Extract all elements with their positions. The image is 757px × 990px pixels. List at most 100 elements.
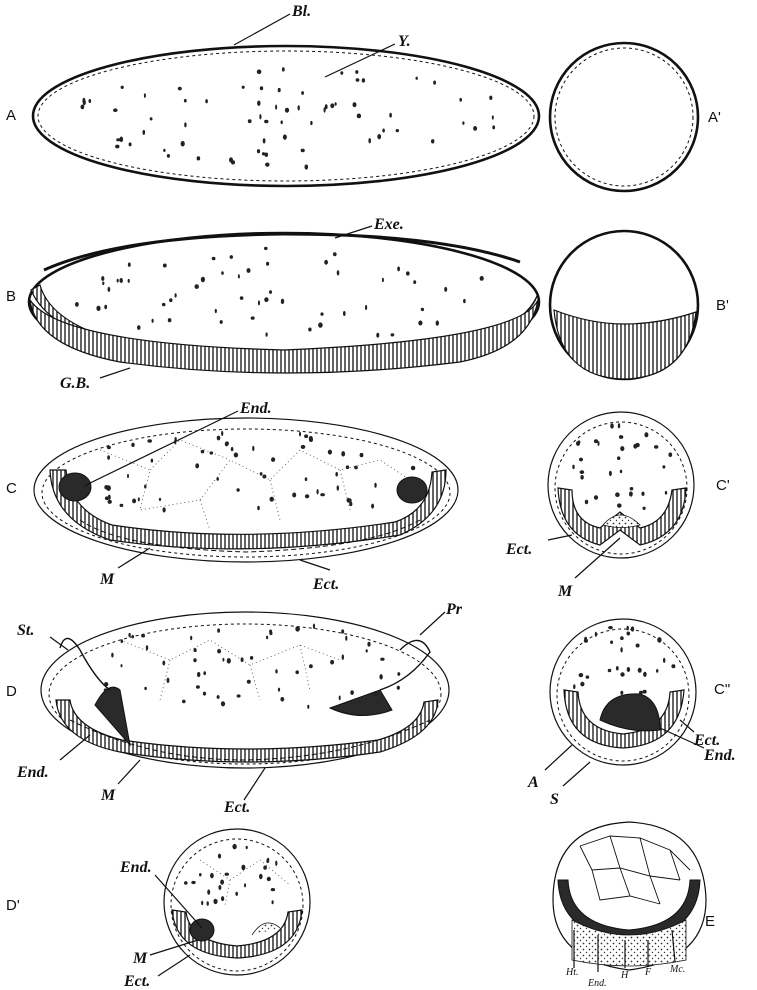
yolk-nucleus [639,691,643,695]
yolk-nucleus [108,500,112,504]
yolk-nucleus [241,865,245,871]
yolk-nuclei-d [104,624,401,709]
yolk-nucleus [207,901,209,906]
yolk-nucleus [298,105,300,110]
label-gb: G.B. [60,375,90,392]
leader-m-d [118,760,140,784]
yolk-nucleus [668,452,672,457]
yolk-nucleus [215,309,217,313]
yolk-nucleus [379,674,382,679]
leader-pr [420,612,445,635]
yolk-nucleus [244,883,246,887]
proctodaeum-d [330,690,392,716]
yolk-nucleus [115,145,119,149]
label-h: H [620,970,629,981]
yolk-nucleus [167,154,170,158]
yolk-nucleus [463,299,466,303]
label-m-d-prime: M [132,950,148,967]
yolk-nucleus [168,318,172,322]
yolk-nucleus [257,506,260,511]
yolk-nucleus [108,287,111,292]
yolk-nucleus [270,497,274,502]
yolk-nucleus [346,465,349,469]
yolk-nucleus [473,126,477,131]
panel-e: E Ht. End. H F Mc. [553,822,715,989]
yolk-nucleus [610,641,613,644]
yolk-nucleus [436,320,439,325]
yolk-nucleus [281,299,284,304]
yolk-nucleus [309,664,313,668]
yolk-nucleus [580,682,584,687]
yolk-nucleus [324,107,326,113]
endoderm-c-double [600,694,660,731]
yolk-nucleus [150,117,153,120]
yolk-nucleus [247,268,251,273]
yolk-nucleus [190,636,192,640]
yolk-nucleus [193,658,196,662]
leader-m-d-prime [150,940,198,955]
yolk-nucleus [111,653,113,658]
yolk-nucleus [144,93,146,98]
yolk-nucleus [104,485,108,490]
yolk-nucleus [657,637,661,643]
yolk-nucleus [663,658,665,663]
yolk-nucleus [163,507,166,512]
yolk-nucleus [218,854,221,859]
yolk-nucleus [413,280,416,284]
yolk-nucleus [641,492,644,496]
yolk-nucleus [595,632,597,637]
label-pr: Pr [445,601,463,618]
yolk-nucleus [330,103,334,108]
yolk-nucleus [257,101,260,106]
yolk-nucleus [143,130,146,135]
yolk-nucleus [337,485,339,491]
yolk-nucleus [229,157,233,162]
panel-c-prime: C' Ect. M [505,412,730,600]
yolk-nucleus [252,446,254,451]
leader-ect-d-prime [158,955,190,976]
yolk-nucleus [227,658,231,664]
yolk-nucleus [620,636,624,640]
yolk-nucleus [377,134,381,139]
membrane-c-prime [555,422,687,554]
yolk-nucleus [217,695,220,699]
yolk-nucleus [147,439,152,442]
yolk-nucleus [644,432,648,437]
yolk-nucleus [278,688,280,692]
yolk-nuclei-c [84,431,415,513]
yolk-nucleus [121,86,124,89]
yolk-nucleus [220,880,224,885]
yolk-nucleus [492,125,495,129]
yolk-nucleus [421,308,424,311]
yolk-nucleus [201,901,203,905]
yolk-nucleus [237,694,241,697]
yolk-nucleus [576,441,580,446]
yolk-nucleus [489,96,492,100]
yolk-nucleus [335,472,338,477]
yolk-nucleus [416,77,418,80]
yolk-nucleus [127,474,129,478]
yolk-nucleus [221,701,225,706]
yolk-nucleus [257,70,262,75]
yolk-nucleus [152,319,154,323]
yolk-nucleus [656,669,658,673]
yolk-nucleus [266,636,268,640]
panel-label-c: C [6,480,17,497]
panel-b: B Exe. G.B. [6,216,539,392]
yolk-nucleus [371,504,374,509]
label-ect-c: Ect. [312,576,339,593]
yolk-nucleus [271,457,275,462]
yolk-nucleus [349,499,352,503]
yolk-nucleus [620,672,624,676]
yolk-nucleus [309,436,313,440]
yolk-nucleus [377,691,379,695]
leader-ect-c [300,560,330,570]
yolk-nucleus [301,149,305,153]
yolk-nucleus [264,247,268,250]
yolk-nucleus [617,456,620,460]
yolk-nucleus [146,645,148,650]
yolk-nucleus [320,312,323,315]
yolk-nucleus [104,682,108,686]
yolk-nucleus [81,105,85,110]
